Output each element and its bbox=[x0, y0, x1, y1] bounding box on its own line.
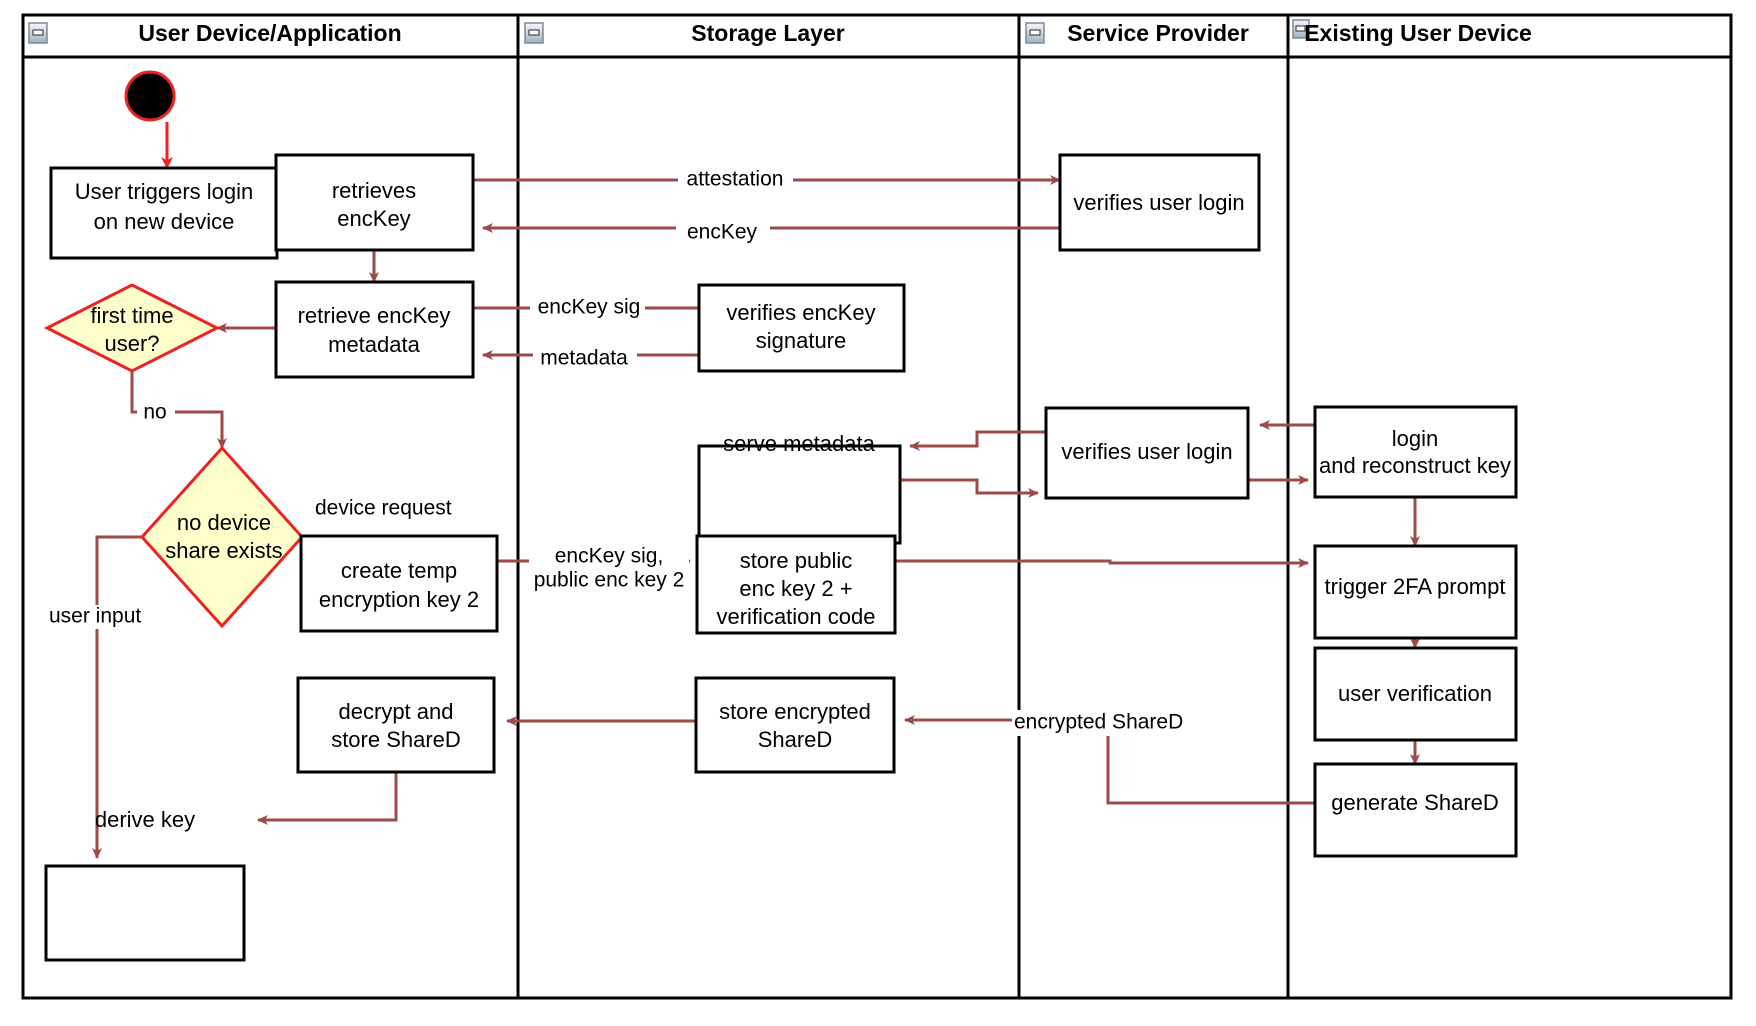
edge-label-enckey-sig: encKey sig bbox=[538, 296, 641, 319]
node-login-and-reconstruct-key[interactable]: login and reconstruct key bbox=[1313, 405, 1518, 499]
edge-label-device-request: device request bbox=[315, 497, 452, 520]
lane-header-user-device[interactable]: User Device/Application bbox=[28, 20, 402, 46]
node-trigger-2fa-prompt[interactable]: trigger 2FA prompt bbox=[1313, 544, 1518, 640]
node-store-encrypted-shared[interactable]: store encrypted ShareD bbox=[694, 676, 896, 774]
diagram-frame bbox=[21, 13, 1733, 1000]
lane-title-user-device: User Device/Application bbox=[138, 20, 401, 46]
node-label-line: no device bbox=[177, 510, 271, 535]
minus-box-icon[interactable] bbox=[28, 22, 48, 44]
lane-title-service-provider: Service Provider bbox=[1067, 20, 1249, 46]
node-serve-metadata[interactable]: serve metadata bbox=[697, 431, 902, 545]
edge-verify-login-to-serve-metadata bbox=[909, 430, 1045, 451]
lane-header-service-provider[interactable]: Service Provider bbox=[1025, 20, 1249, 46]
minus-box-icon[interactable] bbox=[1025, 22, 1045, 44]
node-first-time-user-decision[interactable]: first time user? bbox=[43, 283, 221, 373]
node-label-line: login bbox=[1392, 426, 1438, 451]
edge-label-attestation: attestation bbox=[687, 168, 784, 191]
edge-store-public-to-trigger-2fa bbox=[895, 558, 1309, 568]
edge-label-enckey: encKey bbox=[687, 221, 758, 244]
node-verifies-user-login-1[interactable]: verifies user login bbox=[1058, 153, 1261, 252]
node-label-line: first time bbox=[90, 303, 173, 328]
edge-label-no: no bbox=[143, 401, 166, 424]
node-verifies-user-login-2[interactable]: verifies user login bbox=[1044, 406, 1250, 500]
lane-title-existing-device: Existing User Device bbox=[1304, 20, 1532, 46]
lane-title-storage: Storage Layer bbox=[691, 20, 844, 46]
node-label-line: ShareD bbox=[758, 727, 833, 752]
edge-label-user-input: user input bbox=[49, 605, 141, 628]
node-label-line: generate ShareD bbox=[1331, 790, 1499, 815]
edge-encrypted-shared bbox=[904, 715, 1315, 805]
node-store-public-enc-key[interactable]: store public enc key 2 + verification co… bbox=[695, 534, 897, 635]
node-label-line: trigger 2FA prompt bbox=[1325, 574, 1506, 599]
edge-serve-metadata-to-verify-login bbox=[900, 478, 1039, 498]
node-start[interactable] bbox=[124, 70, 176, 122]
node-label-line: store ShareD bbox=[331, 727, 461, 752]
minus-box-icon[interactable] bbox=[1292, 19, 1310, 39]
node-user-triggers-login[interactable]: User triggers login on new device bbox=[49, 166, 279, 260]
node-decrypt-and-store-shared[interactable]: decrypt and store ShareD bbox=[296, 676, 496, 774]
edge-user-input bbox=[92, 535, 142, 859]
node-no-device-share-decision[interactable]: no device share exists bbox=[139, 445, 305, 629]
edge-labels: attestation encKey encKey sig metadata n… bbox=[47, 168, 1187, 736]
node-label-line: create temp bbox=[341, 558, 457, 583]
node-label-line: user verification bbox=[1338, 681, 1492, 706]
node-label-line: verifies user login bbox=[1073, 190, 1244, 215]
lane-header-storage[interactable]: Storage Layer bbox=[524, 20, 845, 46]
node-label-line: metadata bbox=[328, 332, 420, 357]
node-label-line: retrieve encKey bbox=[298, 303, 451, 328]
node-label-line: verifies encKey bbox=[726, 300, 875, 325]
node-label-line: derive key bbox=[95, 807, 195, 832]
node-label-line: verification code bbox=[717, 604, 876, 629]
edge-label-public-enc-key-2: public enc key 2 bbox=[534, 569, 685, 592]
edge-label-encrypted-shared: encrypted ShareD bbox=[1014, 711, 1183, 734]
minus-box-icon[interactable] bbox=[524, 22, 544, 44]
node-label-line: and reconstruct key bbox=[1319, 453, 1511, 478]
node-label-line: User triggers login bbox=[75, 179, 254, 204]
node-label-line: verifies user login bbox=[1061, 439, 1232, 464]
edge-label-metadata: metadata bbox=[540, 347, 628, 370]
node-label-line: store public bbox=[740, 548, 853, 573]
node-label-line: encKey bbox=[337, 206, 410, 231]
node-verifies-enckey-signature[interactable]: verifies encKey signature bbox=[697, 283, 906, 373]
node-user-verification[interactable]: user verification bbox=[1313, 646, 1518, 742]
edge-no-branch bbox=[130, 371, 227, 449]
node-label-line: encryption key 2 bbox=[319, 587, 479, 612]
node-derive-key[interactable]: derive key bbox=[44, 807, 246, 962]
edge-decrypt-to-derive-key bbox=[257, 772, 398, 825]
node-retrieves-enckey[interactable]: retrieves encKey bbox=[274, 153, 475, 252]
node-label-line: share exists bbox=[165, 538, 282, 563]
node-label-line: on new device bbox=[94, 209, 235, 234]
lane-header-existing-device[interactable]: Existing User Device bbox=[1292, 19, 1532, 46]
node-label-line: user? bbox=[104, 331, 159, 356]
node-retrieve-enckey-metadata[interactable]: retrieve encKey metadata bbox=[274, 280, 475, 379]
node-label-line: retrieves bbox=[332, 178, 416, 203]
node-label-line: serve metadata bbox=[723, 431, 875, 456]
node-label-line: store encrypted bbox=[719, 699, 871, 724]
node-create-temp-encryption-key[interactable]: create temp encryption key 2 bbox=[299, 534, 499, 633]
node-generate-shared[interactable]: generate ShareD bbox=[1313, 762, 1518, 858]
node-label-line: enc key 2 + bbox=[739, 576, 852, 601]
node-label-line: signature bbox=[756, 328, 847, 353]
node-label-line: decrypt and bbox=[339, 699, 454, 724]
edge-label-enckey-sig-2: encKey sig, bbox=[555, 545, 664, 568]
